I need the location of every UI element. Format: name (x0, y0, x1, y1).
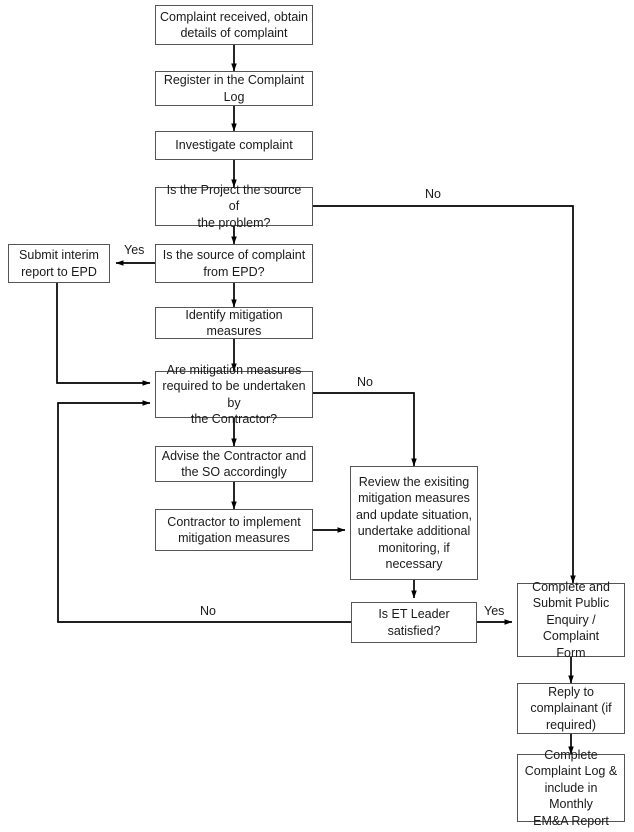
node-complete-complaint-log[interactable]: Complete Complaint Log & include in Mont… (517, 748, 625, 828)
node-label: Review the exisiting mitigation measures… (355, 474, 473, 572)
node-label: Are mitigation measures required to be u… (162, 362, 306, 427)
node-complete-submit-public-enquiry-form[interactable]: Complete and Submit Public Enquiry / Com… (517, 580, 625, 660)
node-label: Submit interim report to EPD (19, 248, 99, 279)
node-label: Complete Complaint Log & include in Mont… (524, 747, 618, 828)
node-is-et-leader-satisfied-decision[interactable]: Is ET Leader satisfied? (351, 602, 477, 643)
node-register-complaint-log[interactable]: Register in the Complaint Log (155, 71, 313, 106)
edge-label-source-epd-yes: Yes (121, 243, 148, 257)
node-label: Complete and Submit Public Enquiry / Com… (532, 579, 610, 660)
node-is-source-from-epd-decision[interactable]: Is the source of complaint from EPD? (155, 244, 313, 283)
node-label: Is ET Leader satisfied? (378, 607, 450, 638)
node-is-project-the-source-decision[interactable]: Is the Project the source of the problem… (155, 183, 313, 230)
node-identify-mitigation-measures[interactable]: Identify mitigation measures (155, 307, 313, 339)
node-label: Contractor to implement mitigation measu… (167, 514, 301, 546)
edge-label-mitigation-contractor-no: No (354, 375, 376, 389)
edge-label-et-leader-no: No (197, 604, 219, 618)
edge-interim-to-mitigation (56, 283, 151, 386)
edge-mitigation-no-to-review (313, 392, 417, 467)
node-label: Is the Project the source of the problem… (166, 182, 302, 230)
node-label: Reply to complainant (if required) (530, 684, 612, 732)
node-complaint-received[interactable]: Complaint received, obtain details of co… (155, 5, 313, 45)
edge-label-et-leader-yes: Yes (481, 604, 508, 618)
node-label: Identify mitigation measures (185, 307, 283, 339)
node-mitigation-by-contractor-decision[interactable]: Are mitigation measures required to be u… (155, 363, 313, 426)
node-contractor-implement-mitigation[interactable]: Contractor to implement mitigation measu… (155, 509, 313, 551)
node-label: Is the source of complaint from EPD? (162, 248, 306, 279)
node-label: Investigate complaint (175, 138, 293, 153)
edge-project-no-to-complete (313, 205, 576, 584)
node-review-existing-mitigation[interactable]: Review the exisiting mitigation measures… (350, 466, 478, 580)
node-label: Complaint received, obtain details of co… (160, 9, 308, 41)
node-investigate-complaint[interactable]: Investigate complaint (155, 131, 313, 160)
edge-label-project-source-no: No (422, 187, 444, 201)
node-submit-interim-report-to-epd[interactable]: Submit interim report to EPD (8, 244, 110, 283)
node-label: Advise the Contractor and the SO accordi… (161, 448, 307, 480)
node-advise-contractor-and-so[interactable]: Advise the Contractor and the SO accordi… (155, 446, 313, 482)
node-label: Register in the Complaint Log (163, 73, 305, 104)
node-reply-to-complainant[interactable]: Reply to complainant (if required) (517, 683, 625, 734)
edge-et-leader-no-to-mitigation (57, 400, 351, 623)
